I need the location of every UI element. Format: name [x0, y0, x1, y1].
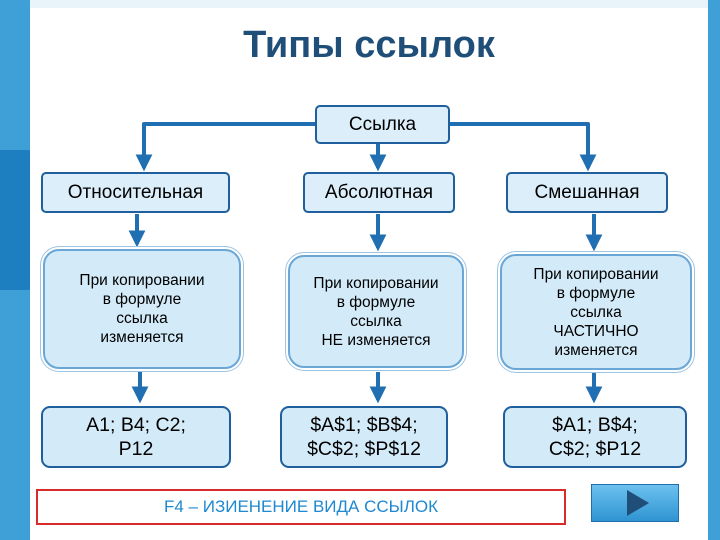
slide-title: Типы ссылок [243, 24, 495, 66]
desc-absolute: При копировании в формуле ссылка НЕ изме… [288, 255, 464, 368]
desc-relative-line: При копировании [79, 272, 205, 289]
desc-mixed-line: изменяется [554, 341, 638, 359]
play-icon [627, 490, 649, 516]
type-node-absolute: Абсолютная [303, 172, 455, 213]
example-relative: А1; В4; С2; Р12 [41, 406, 231, 468]
desc-absolute-line: НЕ изменяется [321, 331, 431, 349]
example-absolute: $A$1; $B$4; $C$2; $P$12 [280, 406, 448, 468]
desc-absolute-line: ссылка [350, 312, 402, 330]
desc-mixed-line: При копировании [533, 265, 659, 283]
desc-absolute-line: в формуле [336, 293, 416, 311]
desc-mixed: При копировании в формуле ссылка ЧАСТИЧН… [500, 254, 692, 370]
type-node-mixed: Смешанная [506, 172, 668, 213]
desc-relative: При копировании в формуле ссылка изменяе… [43, 249, 241, 369]
desc-relative-line: изменяется [100, 329, 184, 346]
type-node-mixed-label: Смешанная [534, 181, 640, 203]
root-node-link: Ссылка [315, 105, 450, 144]
top-frame-strip [30, 0, 708, 8]
desc-relative-line: в формуле [102, 291, 182, 308]
right-frame-bar [708, 0, 720, 540]
example-mixed: $A1; B$4; C$2; $P12 [503, 406, 687, 468]
desc-absolute-line: При копировании [313, 274, 439, 292]
desc-mixed-line: ссылка [570, 303, 622, 321]
desc-mixed-line: ЧАСТИЧНО [553, 322, 639, 340]
left-frame-accent [0, 150, 30, 290]
hint-text: F4 – ИЗИЕНЕНИЕ ВИДА ССЫЛОК [164, 497, 438, 516]
hint-banner: F4 – ИЗИЕНЕНИЕ ВИДА ССЫЛОК [36, 489, 566, 525]
connector-root-left [135, 122, 317, 172]
type-node-relative-label: Относительная [67, 181, 204, 203]
left-frame-bar [0, 0, 30, 540]
example-absolute-line: $A$1; $B$4; [310, 414, 418, 436]
next-slide-button[interactable] [591, 484, 679, 522]
desc-mixed-line: в формуле [556, 284, 636, 302]
example-mixed-line: C$2; $P12 [548, 438, 642, 460]
type-node-relative: Относительная [41, 172, 230, 213]
example-relative-line: А1; В4; С2; [86, 414, 186, 436]
example-absolute-line: $C$2; $P$12 [307, 438, 421, 460]
example-mixed-line: $A1; B$4; [552, 414, 638, 436]
type-node-absolute-label: Абсолютная [324, 181, 434, 203]
root-node-label: Ссылка [348, 113, 417, 135]
desc-relative-line: ссылка [116, 310, 168, 327]
example-relative-line: Р12 [118, 438, 154, 460]
connector-root-right [449, 122, 597, 172]
